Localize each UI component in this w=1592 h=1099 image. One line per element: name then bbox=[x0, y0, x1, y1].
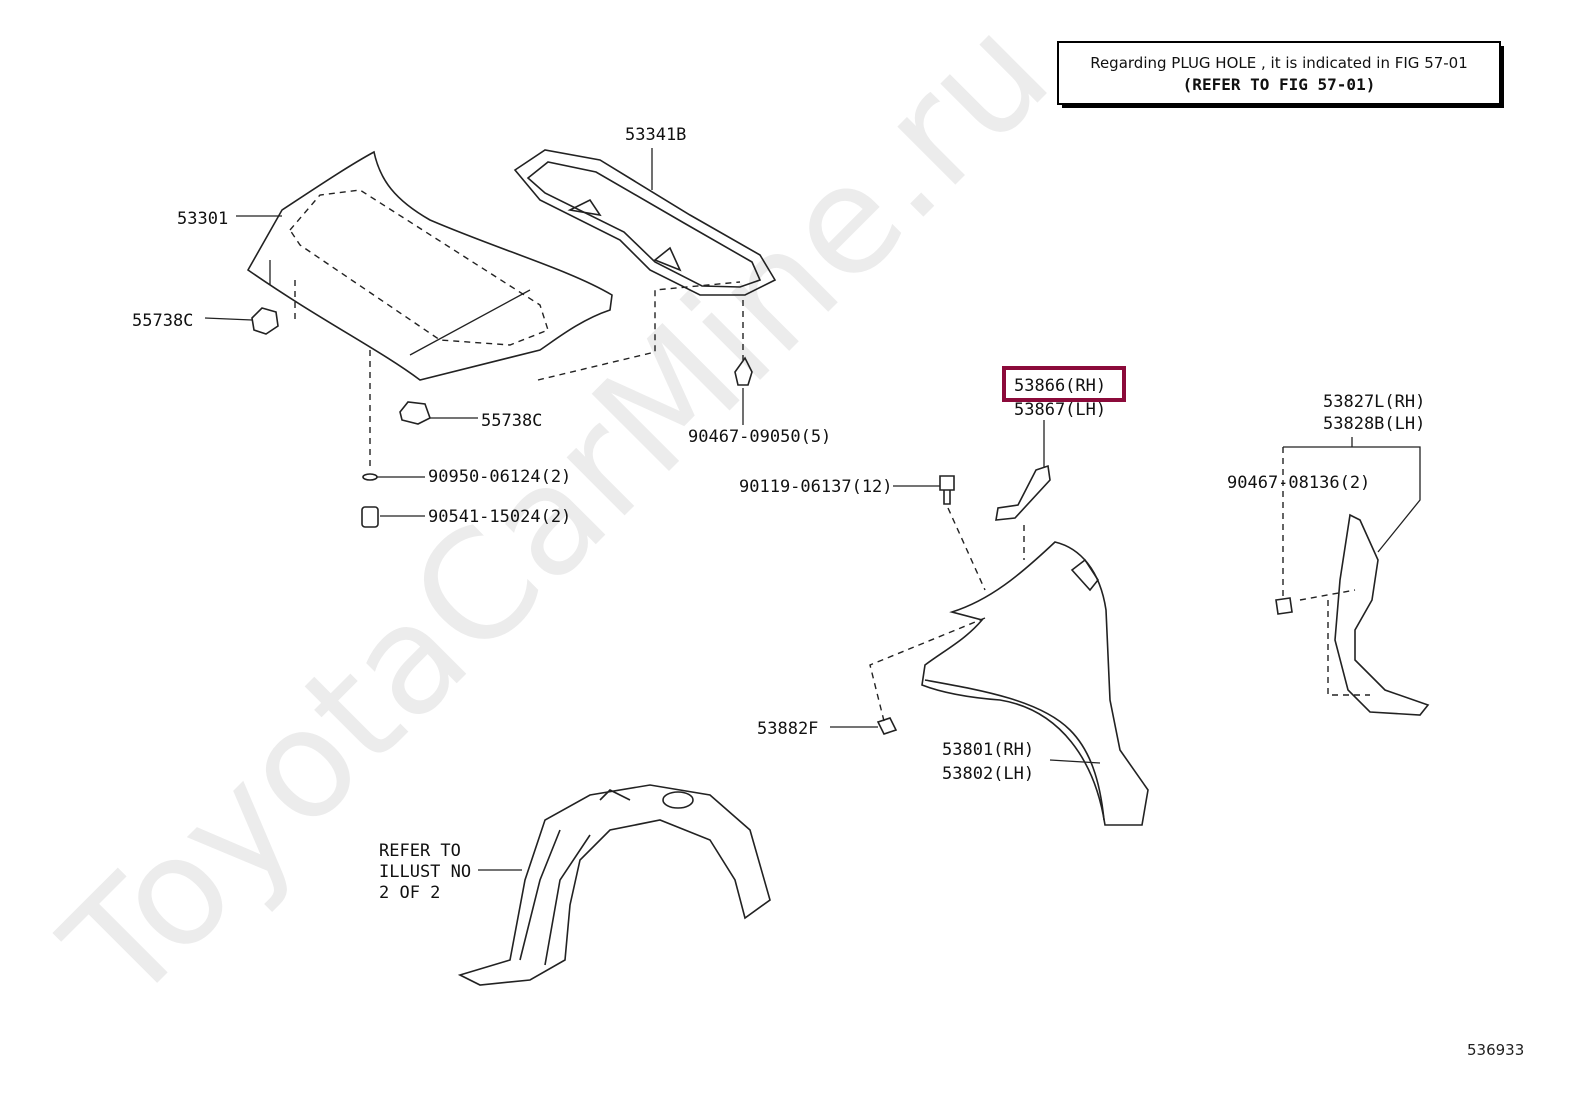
refer-line-1: REFER TO bbox=[379, 841, 461, 861]
label-53827L-rh[interactable]: 53827L(RH) bbox=[1323, 392, 1425, 412]
label-53867-lh[interactable]: 53867(LH) bbox=[1014, 400, 1106, 420]
label-90119-06137[interactable]: 90119-06137(12) bbox=[739, 477, 893, 497]
hood-insulator-drawing bbox=[513, 149, 777, 296]
label-90467-09050[interactable]: 90467-09050(5) bbox=[688, 427, 831, 447]
figure-number: 536933 bbox=[1467, 1041, 1524, 1059]
label-90950-06124[interactable]: 90950-06124(2) bbox=[428, 467, 571, 487]
washer-drawing bbox=[362, 473, 378, 481]
cushion-left-drawing bbox=[251, 307, 279, 335]
note-line-1: Regarding PLUG HOLE , it is indicated in… bbox=[1090, 54, 1468, 72]
cushion-stop-drawing bbox=[361, 506, 379, 528]
clip-drawing bbox=[734, 356, 753, 386]
bolt-drawing bbox=[939, 475, 955, 505]
label-53828B-lh[interactable]: 53828B(LH) bbox=[1323, 414, 1425, 434]
label-53802-lh[interactable]: 53802(LH) bbox=[942, 764, 1034, 784]
cushion-right-drawing bbox=[399, 401, 431, 425]
pad-drawing bbox=[876, 717, 898, 735]
seal-drawing bbox=[1334, 513, 1430, 716]
highlight-box bbox=[1002, 366, 1126, 402]
label-90541-15024[interactable]: 90541-15024(2) bbox=[428, 507, 571, 527]
label-90467-08136[interactable]: 90467-08136(2) bbox=[1227, 473, 1370, 493]
label-55738C-right[interactable]: 55738C bbox=[481, 411, 542, 431]
fender-drawing bbox=[921, 541, 1149, 826]
label-53341B[interactable]: 53341B bbox=[625, 125, 686, 145]
seal-clip-drawing bbox=[1275, 597, 1293, 615]
refer-line-2: ILLUST NO bbox=[379, 862, 471, 882]
label-53866-rh[interactable]: 53866(RH) bbox=[1014, 376, 1106, 396]
label-53301[interactable]: 53301 bbox=[177, 209, 228, 229]
label-53801-rh[interactable]: 53801(RH) bbox=[942, 740, 1034, 760]
refer-line-3: 2 OF 2 bbox=[379, 883, 440, 903]
label-55738C-left[interactable]: 55738C bbox=[132, 311, 193, 331]
note-line-2[interactable]: (REFER TO FIG 57-01) bbox=[1183, 75, 1376, 94]
label-53882F[interactable]: 53882F bbox=[757, 719, 818, 739]
bracket-drawing bbox=[995, 464, 1051, 521]
plug-hole-note: Regarding PLUG HOLE , it is indicated in… bbox=[1057, 41, 1504, 108]
hood-drawing bbox=[246, 150, 613, 381]
fender-liner-drawing bbox=[457, 784, 771, 986]
